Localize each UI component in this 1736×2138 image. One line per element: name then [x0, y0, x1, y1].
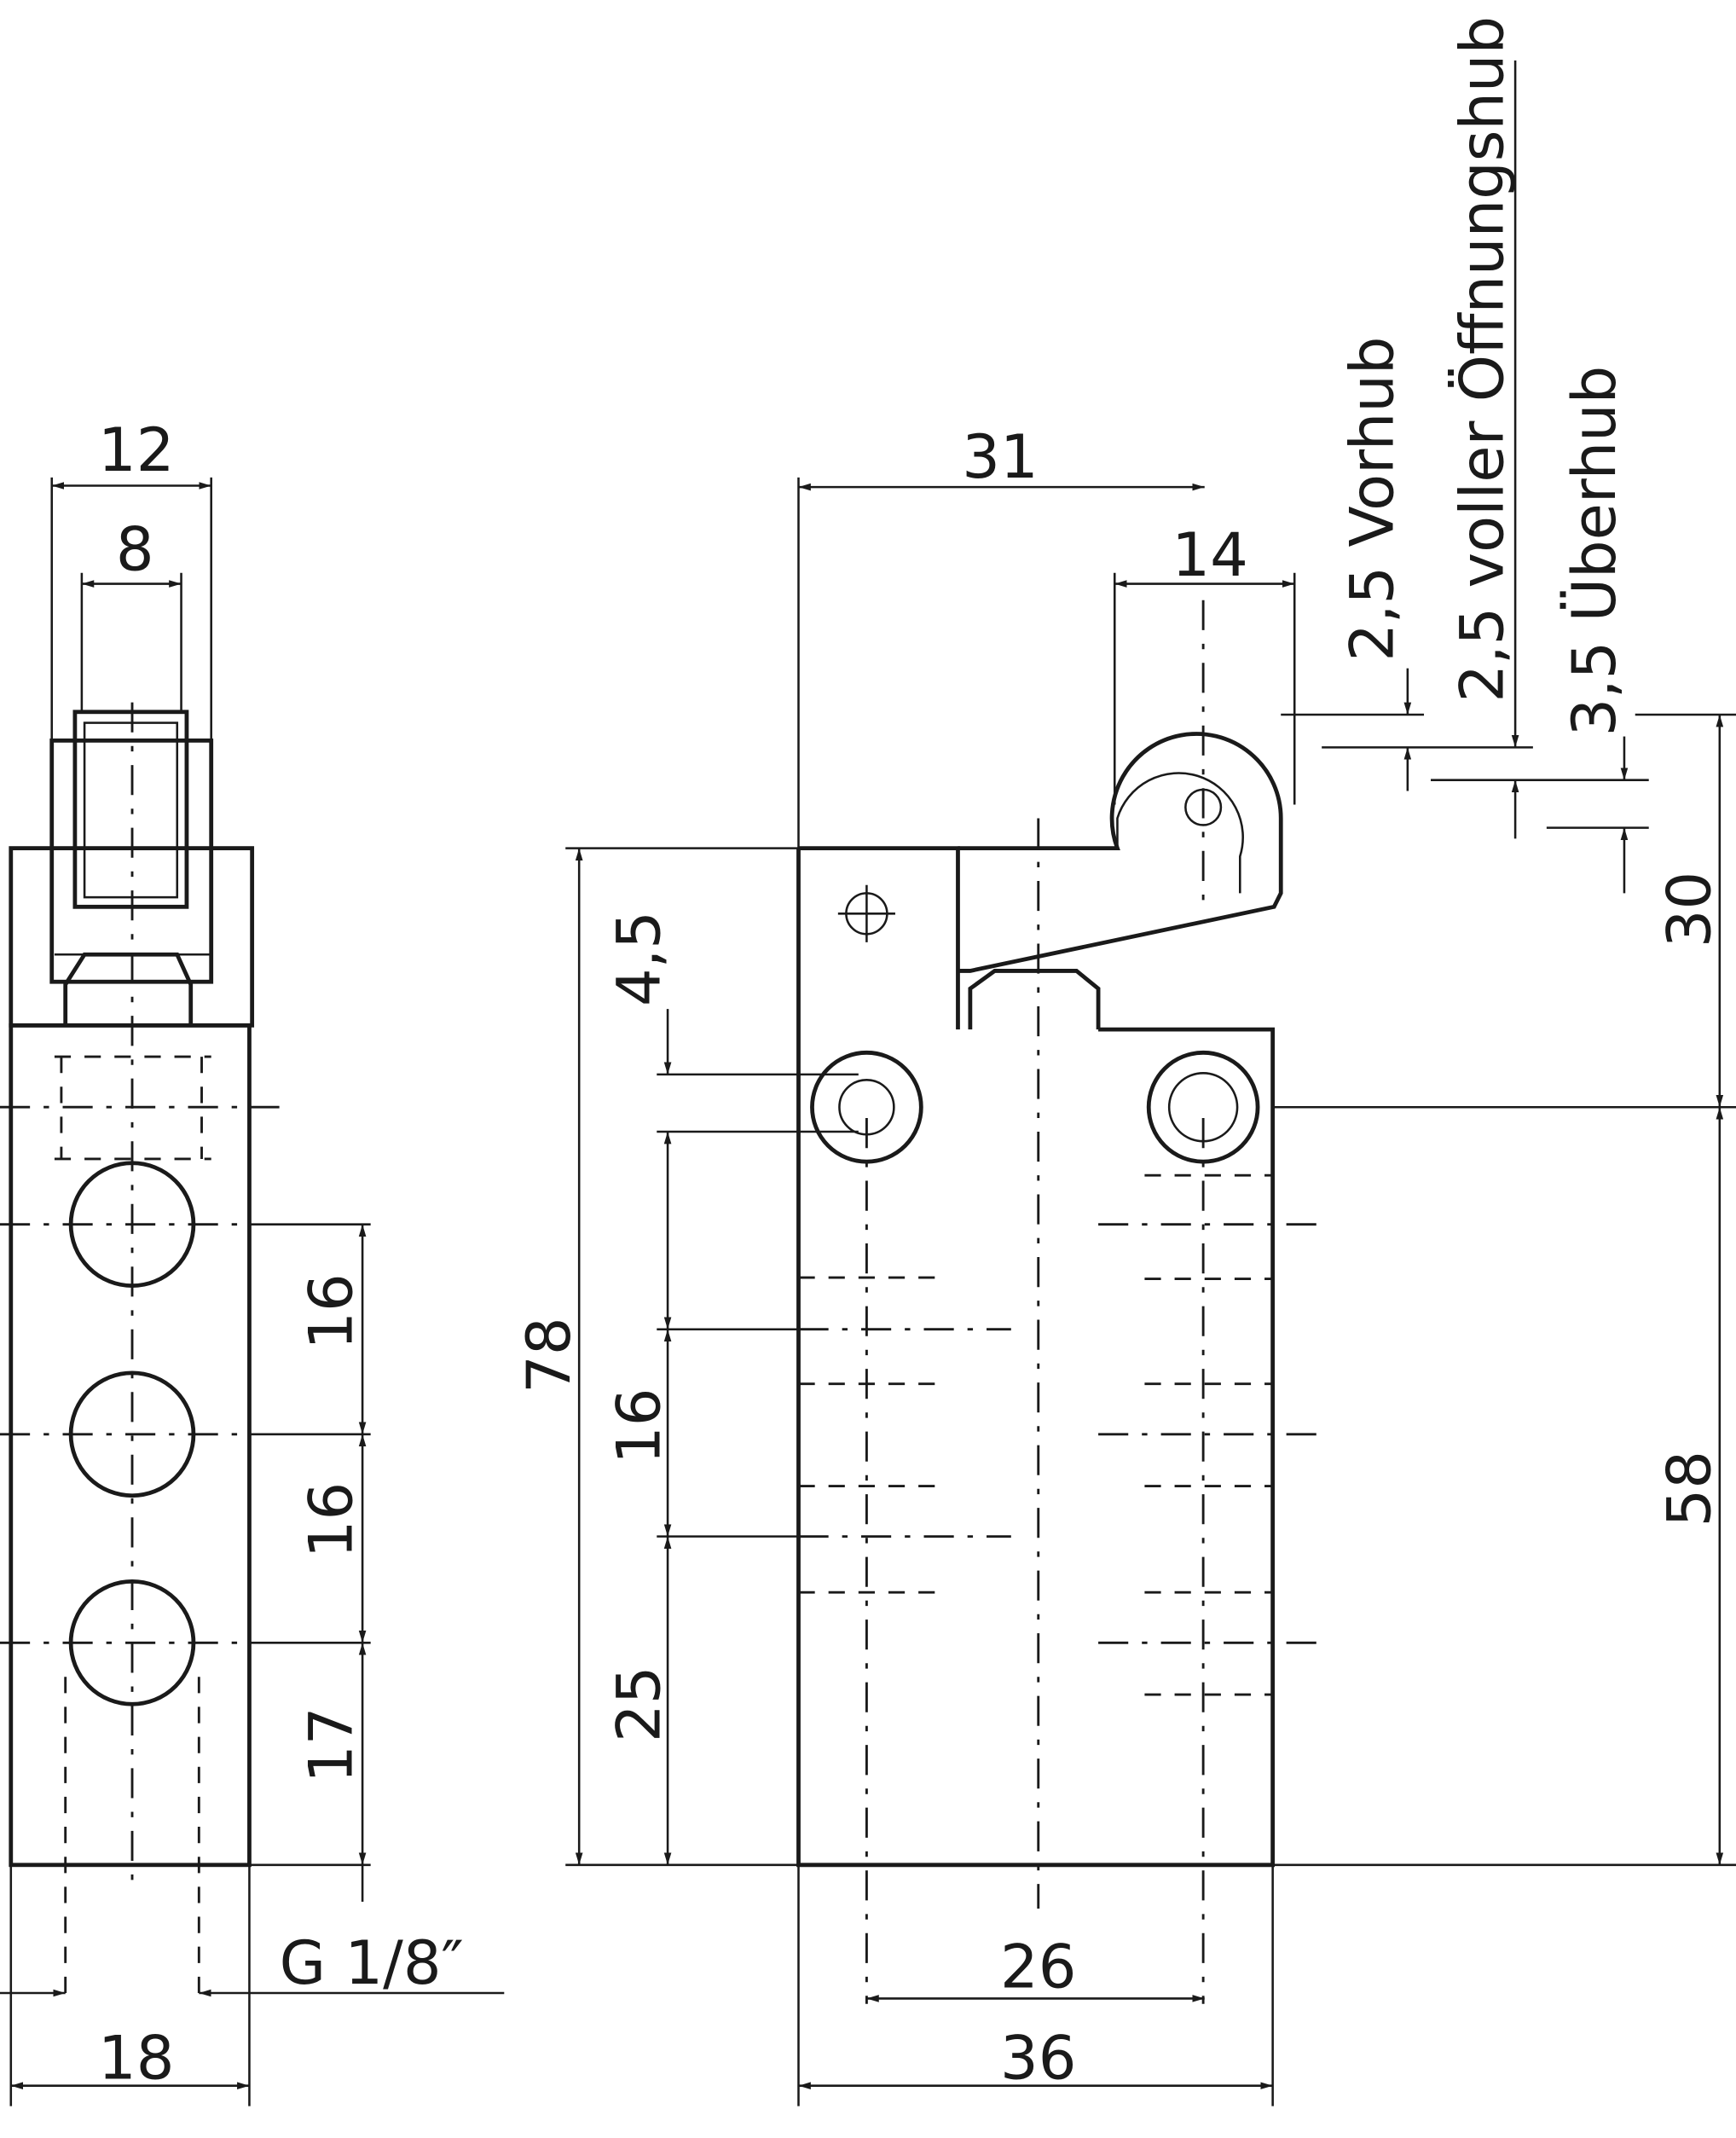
dim-18: 18	[98, 2024, 174, 2094]
dim-36: 36	[1000, 2024, 1076, 2094]
dim-16-a: 16	[296, 1273, 366, 1349]
dim-16-c: 16	[604, 1388, 674, 1464]
dim-26: 26	[1000, 1932, 1076, 2002]
pre-travel-label: 2,5 Vorhub	[1337, 336, 1407, 661]
dim-4-5: 4,5	[604, 911, 674, 1006]
dim-16-b: 16	[296, 1482, 366, 1558]
over-travel-label: 3,5 Überhub	[1559, 366, 1629, 737]
dim-17: 17	[296, 1706, 366, 1782]
dim-8: 8	[116, 515, 154, 585]
dim-12: 12	[98, 415, 174, 485]
thread-label: G 1/8″	[280, 1928, 464, 1998]
front-view: 31 14 26 36 78 4,5 16 25 30 58	[514, 16, 1736, 2106]
dim-30: 30	[1655, 872, 1725, 947]
dim-31: 31	[962, 422, 1038, 492]
dim-14: 14	[1172, 520, 1247, 590]
dim-58: 58	[1655, 1451, 1725, 1527]
side-view: 12 8 16 16 17 18 G 1/8″	[0, 415, 505, 2106]
dim-78: 78	[514, 1317, 584, 1393]
mounting-holes	[810, 1050, 1260, 1164]
full-opening-label: 2,5 voller Öffnungshub	[1447, 16, 1518, 703]
dim-25: 25	[604, 1666, 674, 1742]
